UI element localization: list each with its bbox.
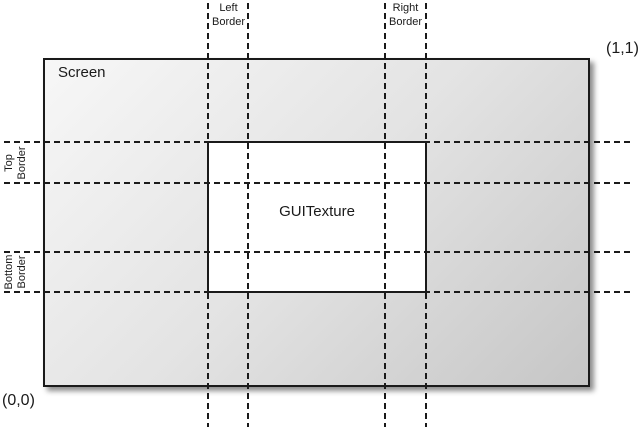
top-border-guide-outer bbox=[4, 141, 631, 143]
guitexture-label: GUITexture bbox=[279, 203, 355, 220]
left-border-guide-inner bbox=[247, 3, 249, 427]
top-right-coordinate-label: (1,1) bbox=[606, 40, 639, 57]
guitexture-rect bbox=[207, 141, 427, 293]
top-border-label: Top Border bbox=[3, 146, 28, 180]
bottom-border-guide-outer bbox=[4, 291, 631, 293]
left-border-label: Left Border bbox=[211, 2, 246, 28]
left-border-guide-outer bbox=[207, 3, 209, 427]
right-border-label: Right Border bbox=[388, 2, 423, 28]
right-border-guide-outer bbox=[425, 3, 427, 427]
top-border-guide-inner bbox=[4, 182, 631, 184]
screen-label: Screen bbox=[58, 64, 106, 81]
bottom-border-guide-inner bbox=[4, 251, 631, 253]
right-border-guide-inner bbox=[384, 3, 386, 427]
origin-coordinate-label: (0,0) bbox=[2, 392, 35, 409]
bottom-border-label: Bottom Border bbox=[3, 254, 28, 290]
